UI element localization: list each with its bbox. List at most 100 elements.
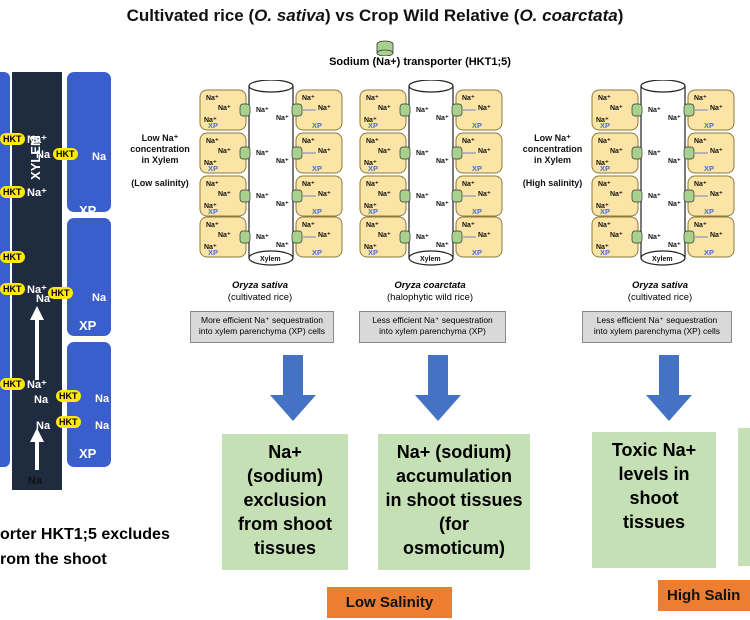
xp-label: XP xyxy=(312,164,322,173)
xylem-top xyxy=(640,80,686,93)
transporter-icon xyxy=(239,103,251,117)
na-label: Na⁺ xyxy=(378,148,391,155)
na-label: Na⁺ xyxy=(436,201,449,208)
na-label: Na⁺ xyxy=(436,158,449,165)
na-label: Na⁺ xyxy=(366,181,379,188)
xp-label: XP xyxy=(704,164,714,173)
down-arrow xyxy=(415,355,461,421)
na-label: Na⁺ xyxy=(694,181,707,188)
na-label: Na⁺ xyxy=(364,117,377,124)
page-title: Cultivated rice (O. sativa) vs Crop Wild… xyxy=(126,6,624,25)
transporter-icon xyxy=(683,230,695,244)
xp-label: XP xyxy=(600,121,610,130)
na-label: Na⁺ xyxy=(256,193,269,200)
na-label: Na⁺ xyxy=(598,222,611,229)
na-label: Na⁺ xyxy=(302,138,315,145)
down-arrow xyxy=(646,355,692,421)
hkt-badge: HKT xyxy=(0,133,25,145)
na-label: Na⁺ xyxy=(436,242,449,249)
species-label: Oryza sativa(cultivated rice) xyxy=(627,280,693,303)
na-label: Na⁺ xyxy=(206,181,219,188)
na-label: Na⁺ xyxy=(218,105,231,112)
xylem-label: Xylem xyxy=(420,256,441,263)
xp-label: XP xyxy=(312,121,322,130)
na-label: Na⁺ xyxy=(596,203,609,210)
na-label: Na⁺ xyxy=(462,222,475,229)
na-label: Na⁺ xyxy=(668,201,681,208)
na-label: Na⁺ xyxy=(318,148,331,155)
xylem-top xyxy=(408,80,454,93)
na-label: Na⁺ xyxy=(364,203,377,210)
na-label: Na⁺ xyxy=(204,203,217,210)
transporter-icon xyxy=(239,230,251,244)
transporter-icon xyxy=(239,189,251,203)
na-label: Na⁺ xyxy=(668,242,681,249)
transporter-icon xyxy=(631,189,643,203)
result-box-cropped xyxy=(738,428,750,566)
xylem-label: Xylem xyxy=(260,256,281,263)
na-label: Na⁺ xyxy=(648,193,661,200)
na-label: Na⁺ xyxy=(668,158,681,165)
transporter-icon xyxy=(451,189,463,203)
na-label: Na⁺ xyxy=(302,181,315,188)
na-label: Na⁺ xyxy=(478,105,491,112)
xylem-bottom xyxy=(248,250,294,266)
na-label: Na⁺ xyxy=(462,138,475,145)
na-label: Na⁺ xyxy=(276,158,289,165)
na-label: Na⁺ xyxy=(366,222,379,229)
hkt-badge: HKT xyxy=(0,251,25,263)
hkt-badge: HKT xyxy=(0,283,25,295)
transporter-icon xyxy=(291,189,303,203)
xp-label: XP xyxy=(79,318,97,333)
xp-label: XP xyxy=(704,121,714,130)
transporter-icon xyxy=(291,146,303,160)
na-label: Na⁺ xyxy=(318,105,331,112)
na-label: Na⁺ xyxy=(610,232,623,239)
na-label: Na⁺ xyxy=(710,148,723,155)
xp-label: XP xyxy=(208,248,218,257)
na-label: Na xyxy=(36,293,51,305)
transporter-icon xyxy=(631,230,643,244)
xylem-top xyxy=(248,80,294,93)
transporter-icon xyxy=(399,103,411,117)
na-label: Na⁺ xyxy=(302,222,315,229)
na-label: Na⁺ xyxy=(610,148,623,155)
xp-label: XP xyxy=(704,248,714,257)
na-label: Na⁺ xyxy=(610,105,623,112)
xp-label: XP xyxy=(600,164,610,173)
transporter-icon xyxy=(239,146,251,160)
na-label: Na xyxy=(92,151,107,163)
xp-label: XP xyxy=(600,248,610,257)
xp-label: XP xyxy=(208,164,218,173)
na-label: Na⁺ xyxy=(416,150,429,157)
na-label: Na⁺ xyxy=(648,234,661,241)
na-label: Na⁺ xyxy=(694,95,707,102)
transporter-icon xyxy=(683,146,695,160)
xylem-bottom xyxy=(408,250,454,266)
na-label: Na⁺ xyxy=(598,138,611,145)
na-label: Na⁺ xyxy=(318,191,331,198)
na-label: Na⁺ xyxy=(206,138,219,145)
na-label: Na⁺ xyxy=(462,95,475,102)
na-label: Na⁺ xyxy=(27,284,47,296)
transporter-icon xyxy=(631,103,643,117)
na-label: Na⁺ xyxy=(694,138,707,145)
na-label: Na⁺ xyxy=(378,232,391,239)
hkt-badge: HKT xyxy=(53,148,78,160)
na-label: Na⁺ xyxy=(436,115,449,122)
salinity-badge-high: High Salin xyxy=(658,580,750,611)
na-label: Na⁺ xyxy=(710,232,723,239)
transporter-icon xyxy=(291,103,303,117)
hkt-badge: HKT xyxy=(0,186,25,198)
hkt-badge: HKT xyxy=(0,378,25,390)
species-label: Oryza coarctata(halophytic wild rice) xyxy=(386,280,474,303)
xp-label: XP xyxy=(368,207,378,216)
na-label: Na xyxy=(28,475,43,487)
xp-cell xyxy=(67,218,111,336)
